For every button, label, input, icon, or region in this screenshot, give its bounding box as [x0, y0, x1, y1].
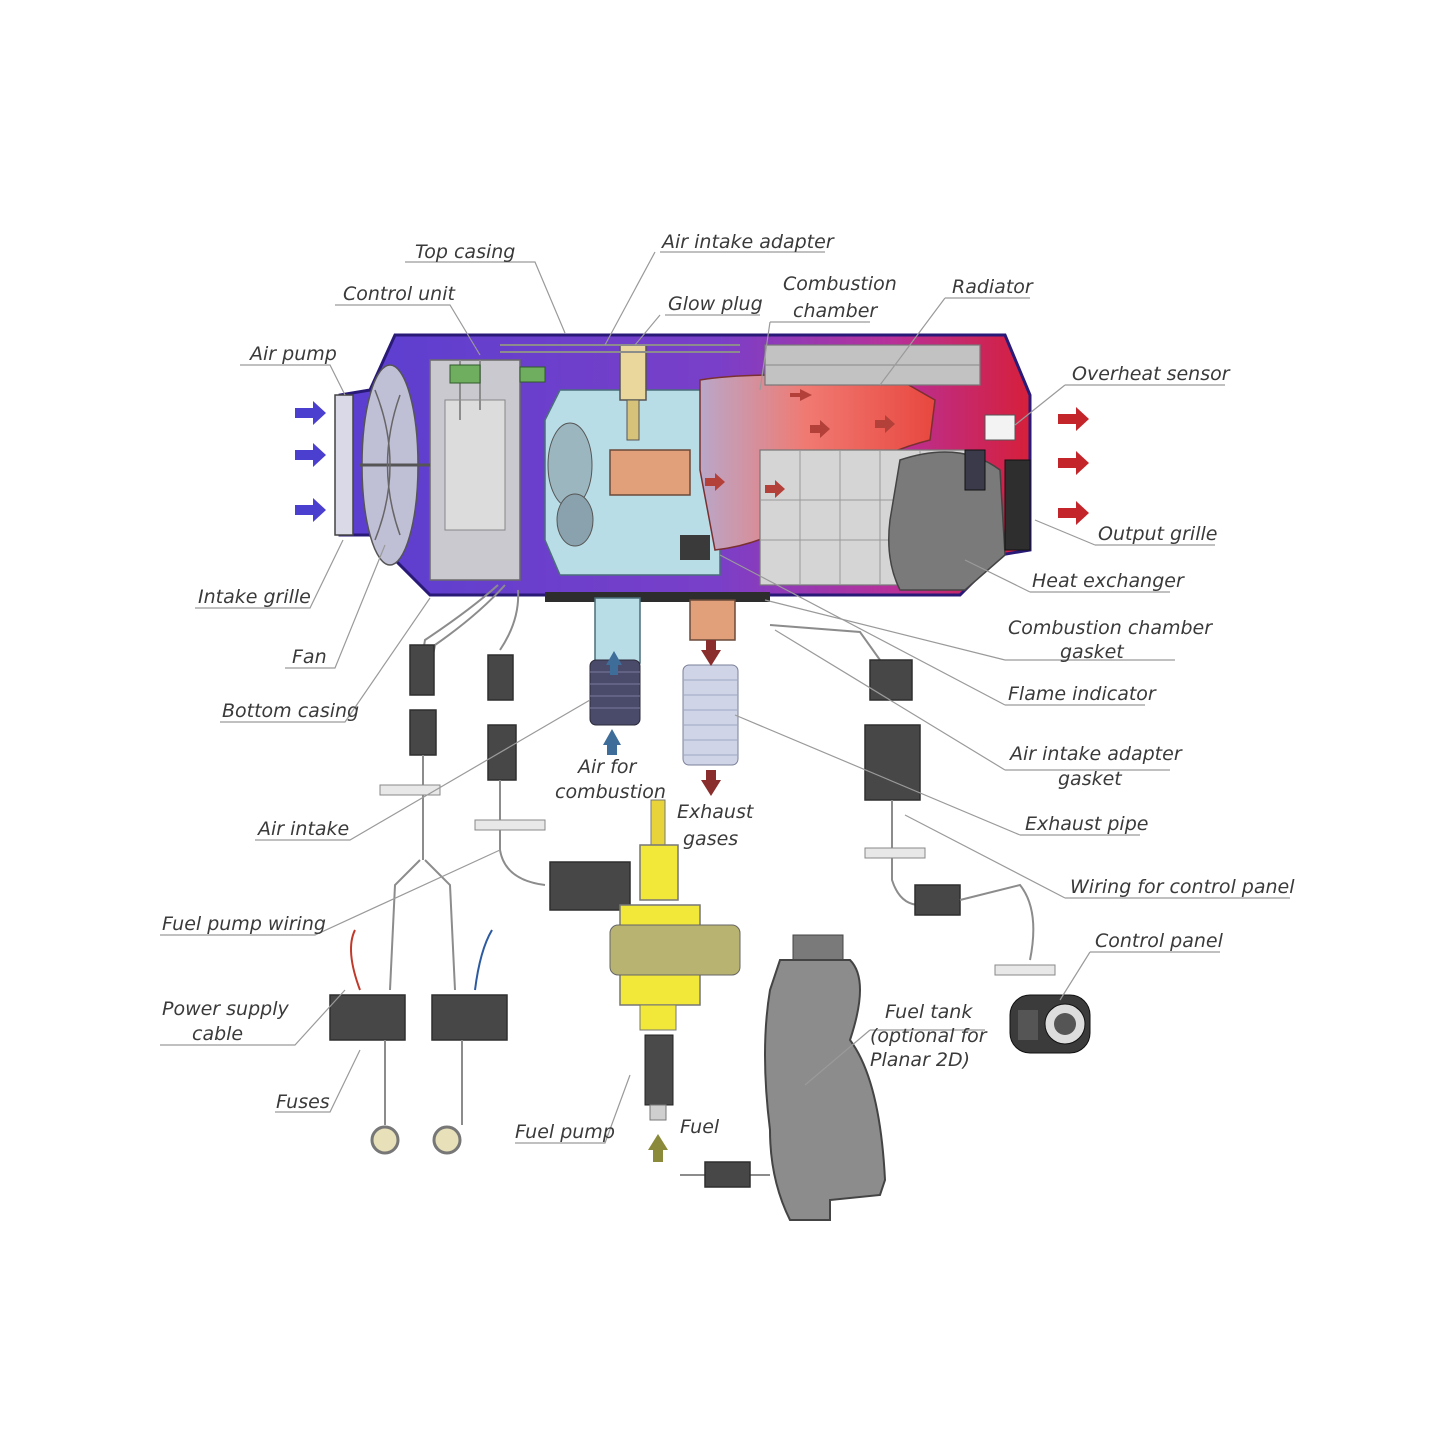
- fuse-2: [432, 995, 507, 1040]
- control-panel: [1010, 995, 1090, 1053]
- heater-unit: [335, 335, 1030, 602]
- label-fuel-tank-2: (optional for: [870, 1025, 988, 1047]
- label-heat-exchanger: Heat exchanger: [1032, 570, 1185, 592]
- label-air-intake-adapter: Air intake adapter: [660, 231, 835, 253]
- label-exhaust-pipe: Exhaust pipe: [1025, 813, 1148, 835]
- label-bottom-casing: Bottom casing: [222, 700, 359, 722]
- ring-terminal-1: [372, 1127, 398, 1153]
- exhaust-arrow-down-2: [701, 770, 721, 796]
- label-output-grille: Output grille: [1098, 523, 1217, 545]
- fuse-1: [330, 995, 405, 1040]
- label-combustion-chamber-1: Combustion: [783, 273, 897, 295]
- exhaust-pipe: [683, 665, 738, 765]
- ring-terminal-2: [434, 1127, 460, 1153]
- label-glow-plug: Glow plug: [668, 293, 763, 315]
- label-fuel-pump-wiring: Fuel pump wiring: [162, 913, 326, 935]
- label-flame-indicator: Flame indicator: [1008, 683, 1157, 705]
- label-air-for-combustion-2: combustion: [555, 781, 666, 803]
- label-overheat-sensor: Overheat sensor: [1072, 363, 1231, 385]
- label-control-unit: Control unit: [343, 283, 457, 305]
- label-fuses: Fuses: [276, 1091, 330, 1113]
- wiring-harness-left: [330, 585, 507, 1153]
- label-aia-gasket-2: gasket: [1058, 768, 1123, 790]
- label-aia-gasket-1: Air intake adapter: [1008, 743, 1183, 765]
- label-combustion-chamber-2: chamber: [793, 300, 878, 322]
- intake-grille: [335, 395, 353, 535]
- combustion-chamber-gasket: [545, 592, 770, 602]
- label-radiator: Radiator: [952, 276, 1034, 298]
- label-air-for-combustion-1: Air for: [576, 756, 637, 778]
- label-cc-gasket-1: Combustion chamber: [1008, 617, 1213, 639]
- label-top-casing: Top casing: [415, 241, 515, 263]
- label-power-supply-2: cable: [192, 1023, 243, 1045]
- fuel-arrow: [648, 1134, 668, 1162]
- air-flow-arrow-up-2: [603, 729, 621, 755]
- label-exhaust-gases-2: gases: [683, 828, 738, 850]
- label-air-pump: Air pump: [248, 343, 337, 365]
- output-grille: [1005, 460, 1030, 550]
- output-arrows: [1058, 407, 1089, 525]
- label-power-supply-1: Power supply: [162, 998, 290, 1020]
- label-fan: Fan: [292, 646, 327, 668]
- flame-indicator: [680, 535, 710, 560]
- combustion-chamber: [610, 450, 690, 495]
- label-fuel-pump: Fuel pump: [515, 1121, 615, 1143]
- label-fuel-tank-1: Fuel tank: [885, 1001, 973, 1023]
- label-fuel: Fuel: [680, 1116, 720, 1138]
- label-air-intake: Air intake: [256, 818, 349, 840]
- label-intake-grille: Intake grille: [198, 586, 311, 608]
- fuel-tank: [680, 935, 885, 1220]
- exhaust-system-right: [770, 625, 1055, 975]
- overheat-sensor: [985, 415, 1015, 440]
- label-exhaust-gases-1: Exhaust: [677, 801, 755, 823]
- exhaust-arrow-down-1: [701, 640, 721, 666]
- label-wiring-control-panel: Wiring for control panel: [1070, 876, 1295, 898]
- intake-arrows: [295, 401, 326, 522]
- label-cc-gasket-2: gasket: [1060, 641, 1125, 663]
- label-fuel-tank-3: Planar 2D): [870, 1049, 970, 1071]
- label-control-panel: Control panel: [1095, 930, 1224, 952]
